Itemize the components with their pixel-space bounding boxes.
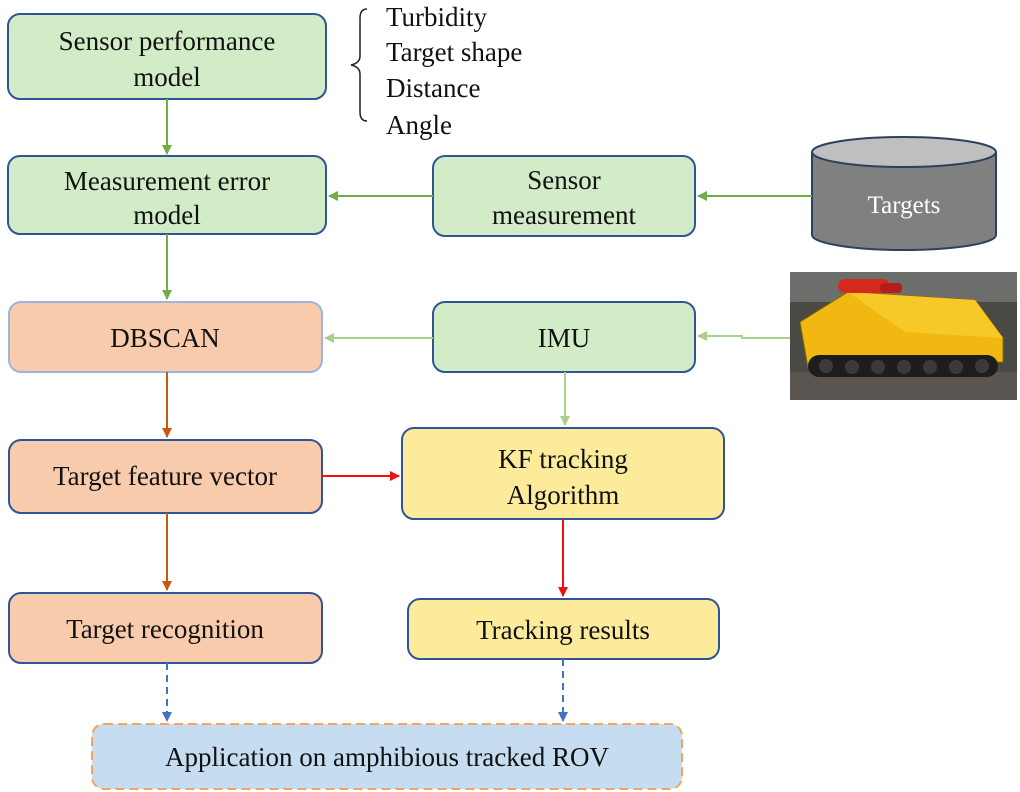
targets-label: Targets bbox=[868, 192, 941, 219]
sensor-performance-model-line2: model bbox=[133, 62, 201, 92]
sensor-performance-model-line1: Sensor performance bbox=[59, 26, 276, 56]
dbscan-label: DBSCAN bbox=[110, 323, 220, 353]
tracked-rov-photo bbox=[790, 272, 1017, 400]
factor-angle: Angle bbox=[386, 110, 452, 140]
target-recognition-label: Target recognition bbox=[66, 614, 264, 644]
measurement-error-model-box: Measurement error model bbox=[7, 155, 327, 235]
imu-box: IMU bbox=[432, 301, 696, 373]
factor-brace bbox=[350, 8, 368, 122]
factor-distance: Distance bbox=[386, 73, 480, 103]
sensor-measurement-box: Sensor measurement bbox=[432, 155, 696, 237]
sensor-performance-model-box: Sensor performance model bbox=[7, 13, 327, 100]
tracking-results-box: Tracking results bbox=[407, 598, 720, 660]
target-feature-vector-box: Target feature vector bbox=[8, 439, 323, 514]
kf-tracking-line1: KF tracking bbox=[498, 444, 628, 474]
measurement-error-model-line2: model bbox=[133, 200, 201, 230]
application-box: Application on amphibious tracked ROV bbox=[91, 723, 683, 790]
targets-database-cylinder: Targets bbox=[811, 136, 997, 251]
application-label: Application on amphibious tracked ROV bbox=[165, 742, 609, 772]
target-feature-vector-label: Target feature vector bbox=[53, 461, 277, 491]
tracking-results-label: Tracking results bbox=[476, 615, 650, 645]
sensor-measurement-line1: Sensor bbox=[527, 165, 601, 195]
arrow-rov-to-imu bbox=[697, 331, 790, 341]
dbscan-box: DBSCAN bbox=[8, 301, 323, 373]
target-recognition-box: Target recognition bbox=[8, 592, 323, 664]
factor-list: Turbidity Target shape Distance Angle bbox=[386, 2, 522, 140]
factor-target-shape: Target shape bbox=[386, 37, 522, 67]
sensor-measurement-line2: measurement bbox=[492, 200, 636, 230]
kf-tracking-line2: Algorithm bbox=[507, 480, 620, 510]
imu-label: IMU bbox=[538, 323, 591, 353]
factor-turbidity: Turbidity bbox=[386, 2, 488, 32]
measurement-error-model-line1: Measurement error bbox=[64, 166, 270, 196]
kf-tracking-box: KF tracking Algorithm bbox=[401, 427, 725, 520]
